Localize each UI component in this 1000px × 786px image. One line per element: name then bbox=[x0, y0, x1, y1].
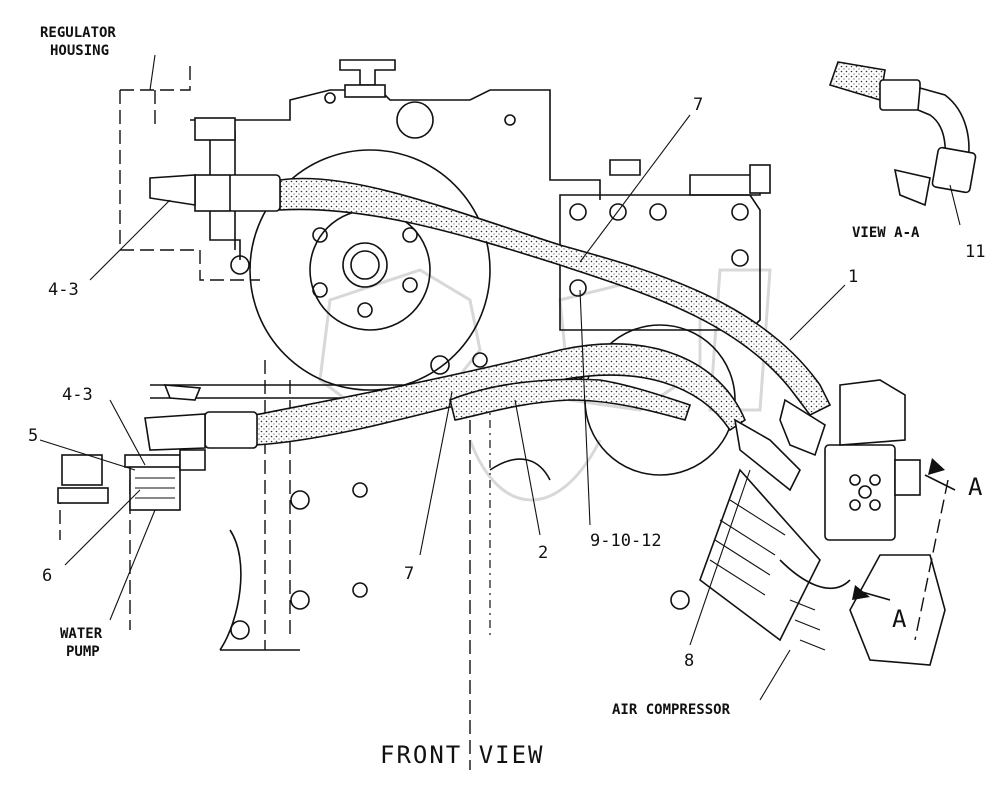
front-view-title: FRONT VIEW bbox=[380, 741, 545, 769]
hose-upper bbox=[149, 174, 832, 457]
regulator-housing-label-line2: HOUSING bbox=[50, 43, 109, 59]
air-compressor-label: AIR COMPRESSOR bbox=[612, 702, 731, 718]
callout-8: 8 bbox=[684, 651, 694, 671]
section-line-aa bbox=[852, 458, 956, 641]
view-aa-label: VIEW A-A bbox=[852, 225, 920, 241]
hose-lower bbox=[144, 343, 801, 492]
section-marker-a-bottom: A bbox=[892, 605, 907, 633]
cover-plate bbox=[430, 159, 771, 476]
callout-11: 11 bbox=[965, 242, 985, 262]
regulator-housing bbox=[190, 59, 601, 260]
callout-4-3-left: 4-3 bbox=[62, 385, 93, 405]
callout-2: 2 bbox=[538, 543, 548, 563]
water-pump-fittings bbox=[57, 384, 206, 511]
pulley bbox=[230, 149, 491, 391]
callout-7-top: 7 bbox=[693, 95, 703, 115]
callout-1: 1 bbox=[848, 267, 858, 287]
callout-6: 6 bbox=[42, 566, 52, 586]
water-pump-label-line1: WATER bbox=[60, 626, 103, 642]
callout-7-bottom: 7 bbox=[404, 564, 414, 584]
section-marker-a-top: A bbox=[968, 473, 983, 501]
regulator-housing-label-line1: REGULATOR bbox=[40, 25, 116, 41]
leader-lines bbox=[39, 54, 961, 701]
callout-9-10-12: 9-10-12 bbox=[590, 531, 662, 551]
callout-5: 5 bbox=[28, 426, 38, 446]
view-aa-fitting bbox=[828, 61, 977, 207]
callout-4-3-top: 4-3 bbox=[48, 280, 79, 300]
water-pump-label-line2: PUMP bbox=[66, 644, 100, 660]
air-compressor bbox=[699, 379, 946, 666]
